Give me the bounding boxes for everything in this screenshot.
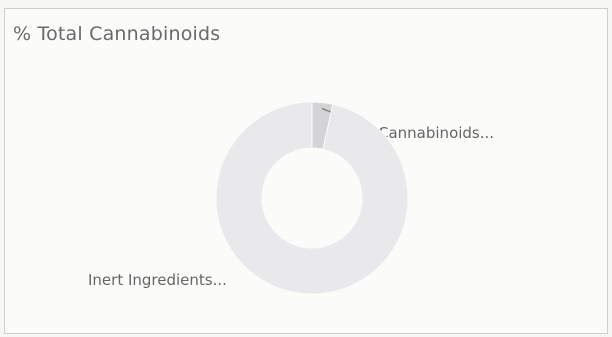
chart-title: % Total Cannabinoids <box>13 23 221 45</box>
donut-slice-2[interactable] <box>215 101 409 295</box>
slice-label-1: Cannabinoids... <box>378 124 494 142</box>
donut-chart: Cannabinoids... Inert Ingredients... <box>88 101 494 295</box>
chart-panel: % Total Cannabinoids Cannabinoids... Iner… <box>4 8 608 334</box>
slice-label-2: Inert Ingredients... <box>88 271 227 289</box>
